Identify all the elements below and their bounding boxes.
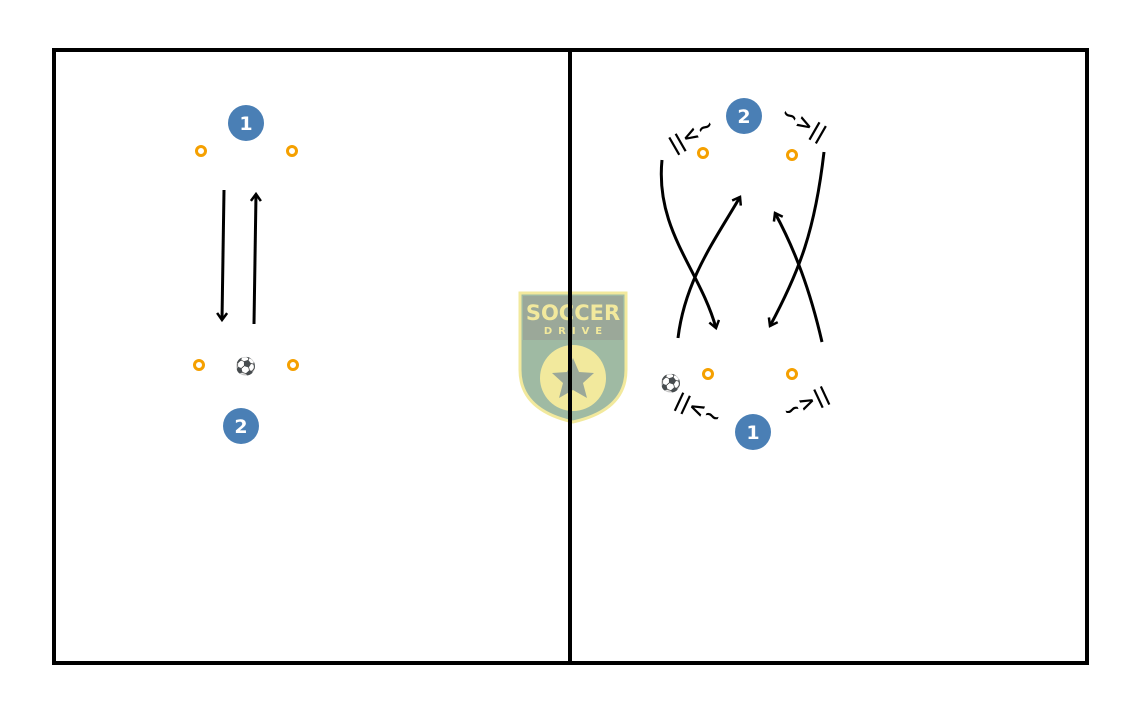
dribble-path — [775, 213, 824, 343]
logo-text-drive: DRIVE — [544, 326, 608, 337]
dribble-path — [676, 197, 740, 339]
cone-icon — [786, 368, 798, 380]
turn-icon: ||<~ — [671, 388, 725, 430]
player-marker — [735, 414, 771, 450]
cone-icon — [287, 359, 299, 371]
player-marker — [726, 98, 762, 134]
cone-icon — [702, 368, 714, 380]
player-number: 1 — [746, 422, 759, 444]
player-number: 1 — [239, 113, 252, 135]
player-number: 2 — [234, 416, 247, 438]
cone-icon — [195, 145, 207, 157]
logo-text-soccer: SOCCER — [526, 301, 620, 325]
player-marker — [223, 408, 259, 444]
dribble-path — [770, 151, 826, 326]
turn-icon: ||<~ — [777, 101, 831, 146]
cone-icon — [193, 359, 205, 371]
soccer-drive-logo: SOCCER DRIVE — [518, 291, 628, 424]
left-drill: 1 ⚽ 2 — [193, 105, 299, 444]
turn-icon: ||<~ — [664, 112, 718, 157]
player-marker — [228, 105, 264, 141]
turn-icon: ||<~ — [779, 382, 833, 424]
ball-icon: ⚽ — [659, 373, 681, 394]
cone-icon — [697, 147, 709, 159]
player-number: 2 — [737, 106, 750, 128]
ball-icon: ⚽ — [234, 356, 256, 377]
cone-icon — [786, 149, 798, 161]
cone-icon — [286, 145, 298, 157]
dribble-path — [659, 159, 716, 328]
right-drill: 2 ||<~ ||<~ ⚽ ||<~ ||<~ 1 — [659, 98, 833, 450]
pass-arrow — [222, 189, 224, 320]
pass-arrow — [254, 194, 256, 325]
